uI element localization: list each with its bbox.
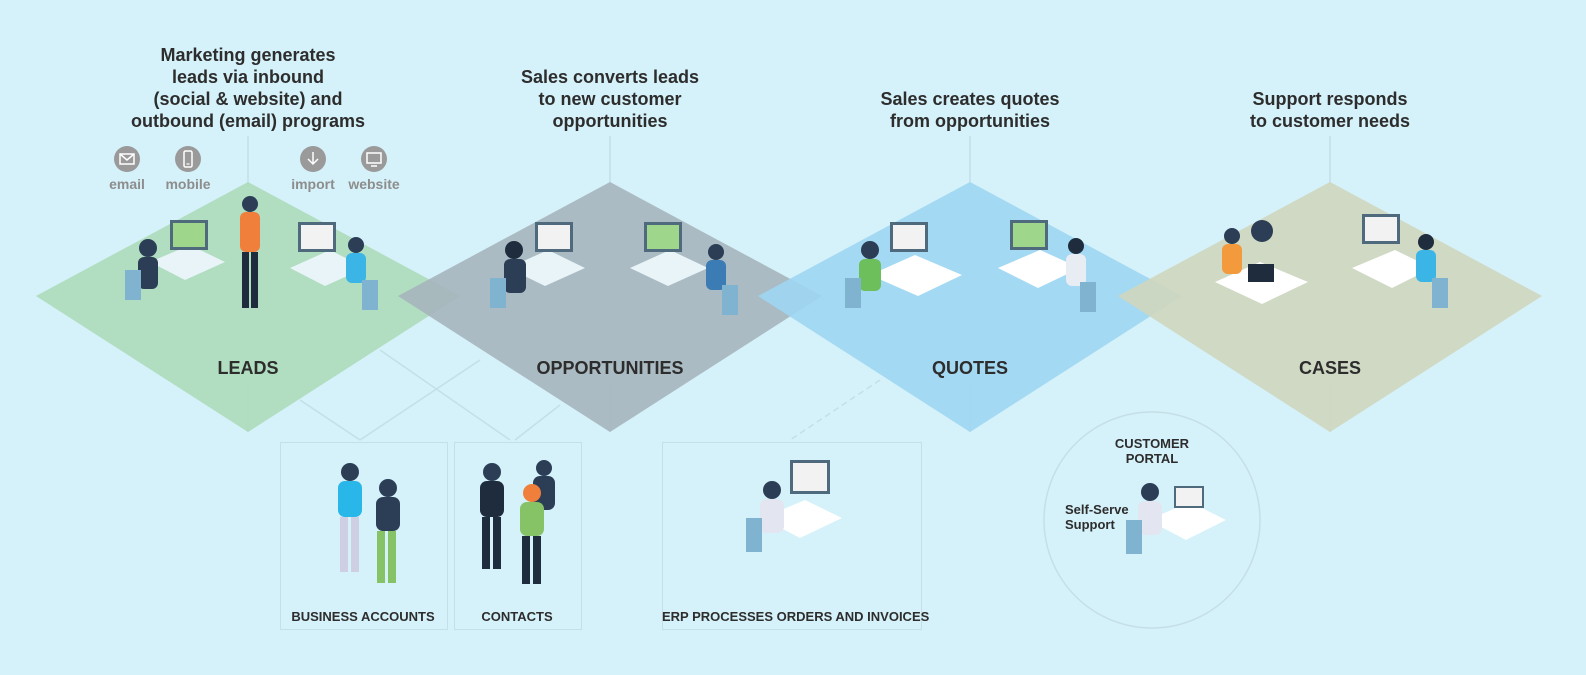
caption-line: Sales converts leads: [520, 67, 700, 87]
monitor-icon: [361, 146, 387, 172]
customer-portal-title: CUSTOMER PORTAL: [1092, 436, 1212, 466]
quotes-diamond: [758, 182, 1182, 432]
opportunities-diamond: [398, 182, 822, 432]
channel-label-website: website: [348, 176, 400, 192]
opportunities-desk-scene: [490, 222, 738, 315]
contacts-people: [480, 460, 555, 584]
opportunities-caption: Sales converts leads to new customer opp…: [460, 66, 760, 132]
caption-line: Sales creates quotes: [880, 89, 1060, 109]
channel-label-mobile: mobile: [165, 176, 211, 192]
contacts-box: [454, 442, 582, 630]
portal-sub-line: Self-Serve: [1065, 502, 1129, 517]
caption-line: opportunities: [552, 111, 668, 131]
caption-line: outbound (email) programs: [131, 111, 365, 131]
phone-icon: [175, 146, 201, 172]
cases-diamond: [1118, 182, 1542, 432]
portal-title-line: CUSTOMER: [1114, 436, 1190, 451]
erp-box: [662, 442, 922, 630]
stage-label-quotes: QUOTES: [931, 358, 1008, 378]
business-accounts-box: [280, 442, 448, 630]
erp-label: ERP PROCESSES ORDERS AND INVOICES: [662, 609, 930, 624]
quotes-desk-scene: [845, 220, 1096, 312]
cases-caption: Support responds to customer needs: [1180, 88, 1480, 132]
cases-desk-scene: [1215, 214, 1448, 308]
caption-line: to new customer: [538, 89, 682, 109]
caption-line: from opportunities: [890, 111, 1050, 131]
business-accounts-people: [338, 463, 400, 583]
leads-desk-scene: [125, 196, 378, 310]
leads-caption: Marketing generates leads via inbound (s…: [98, 44, 398, 132]
stage-label-opportunities: OPPORTUNITIES: [536, 358, 684, 378]
stage-label-leads: LEADS: [217, 358, 279, 378]
channel-label-import: import: [291, 176, 335, 192]
portal-title-line: PORTAL: [1125, 451, 1179, 466]
portal-sub-line: Support: [1065, 517, 1115, 532]
caption-line: Marketing generates: [160, 45, 336, 65]
caption-line: to customer needs: [1249, 111, 1411, 131]
envelope-icon: [114, 146, 140, 172]
download-icon: [300, 146, 326, 172]
business-accounts-label: BUSINESS ACCOUNTS: [291, 609, 435, 624]
caption-line: (social & website) and: [153, 89, 343, 109]
erp-desk-scene: [746, 460, 842, 552]
channel-label-email: email: [109, 176, 145, 192]
caption-line: leads via inbound: [171, 67, 325, 87]
customer-portal-circle: [1043, 411, 1261, 629]
contacts-label: CONTACTS: [481, 609, 553, 624]
self-serve-support-label: Self-Serve Support: [1065, 502, 1129, 532]
stage-label-cases: CASES: [1298, 358, 1361, 378]
caption-line: Support responds: [1252, 89, 1408, 109]
quotes-caption: Sales creates quotes from opportunities: [820, 88, 1120, 132]
